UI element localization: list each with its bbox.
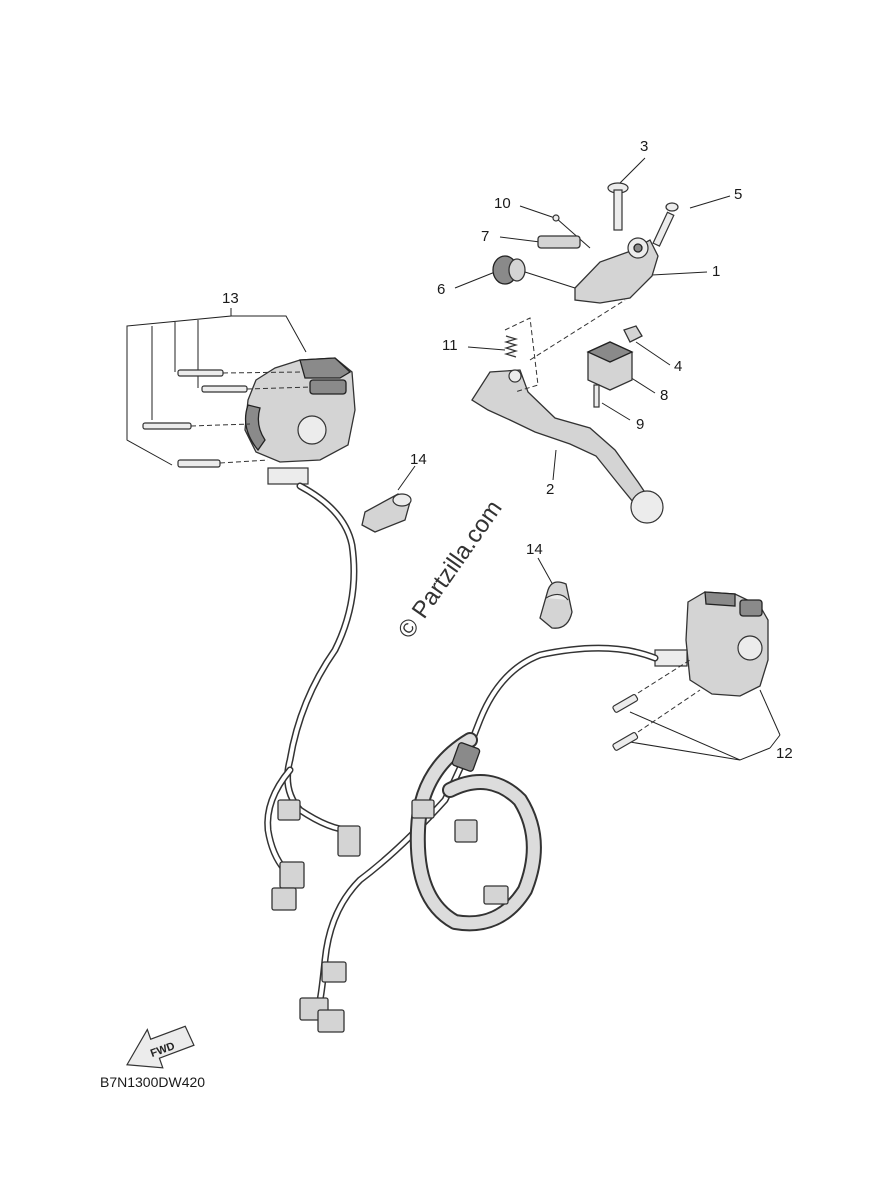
right-switch-12 xyxy=(654,591,769,697)
callout-9: 9 xyxy=(636,416,644,433)
callout-5: 5 xyxy=(734,186,742,203)
leader-lines xyxy=(126,157,781,761)
callout-1: 1 xyxy=(712,263,720,280)
right-harness xyxy=(299,644,659,1033)
watermark: © Partzilla.com xyxy=(393,495,508,643)
callout-6: 6 xyxy=(437,281,445,298)
switch-8 xyxy=(586,341,634,391)
diagram-code: B7N1300DW420 xyxy=(100,1074,205,1090)
screw-9 xyxy=(593,384,600,408)
callout-3: 3 xyxy=(640,138,648,155)
callout-14-upper: 14 xyxy=(410,451,427,468)
fwd-arrow-icon: FWD xyxy=(126,1025,195,1069)
screws-13 xyxy=(142,369,311,468)
clamp-14-lower xyxy=(539,581,573,629)
lever-2 xyxy=(471,369,664,524)
callout-12: 12 xyxy=(776,745,793,762)
callout-7: 7 xyxy=(481,228,489,245)
lever-holder xyxy=(574,237,659,304)
bolt-3 xyxy=(607,182,629,231)
callout-8: 8 xyxy=(660,387,668,404)
bolt-5 xyxy=(652,202,679,247)
knob-6 xyxy=(492,255,576,289)
spring-11 xyxy=(503,335,519,358)
pin-10 xyxy=(552,214,591,249)
dash-guides-lever xyxy=(504,299,626,393)
clamp-14-upper xyxy=(361,493,412,533)
callout-11: 11 xyxy=(442,337,458,354)
callout-14-lower: 14 xyxy=(526,541,543,558)
clip-7 xyxy=(537,235,581,249)
callout-numbers: 1 2 3 4 5 6 7 8 9 10 11 12 13 14 14 xyxy=(222,138,793,762)
callout-4: 4 xyxy=(674,358,682,375)
left-harness xyxy=(264,482,361,911)
nut-4 xyxy=(623,325,643,343)
left-switch-13 xyxy=(244,357,356,485)
screws-12 xyxy=(612,659,701,751)
callout-13: 13 xyxy=(222,290,239,307)
callout-2: 2 xyxy=(546,481,554,498)
callout-10: 10 xyxy=(494,195,511,212)
